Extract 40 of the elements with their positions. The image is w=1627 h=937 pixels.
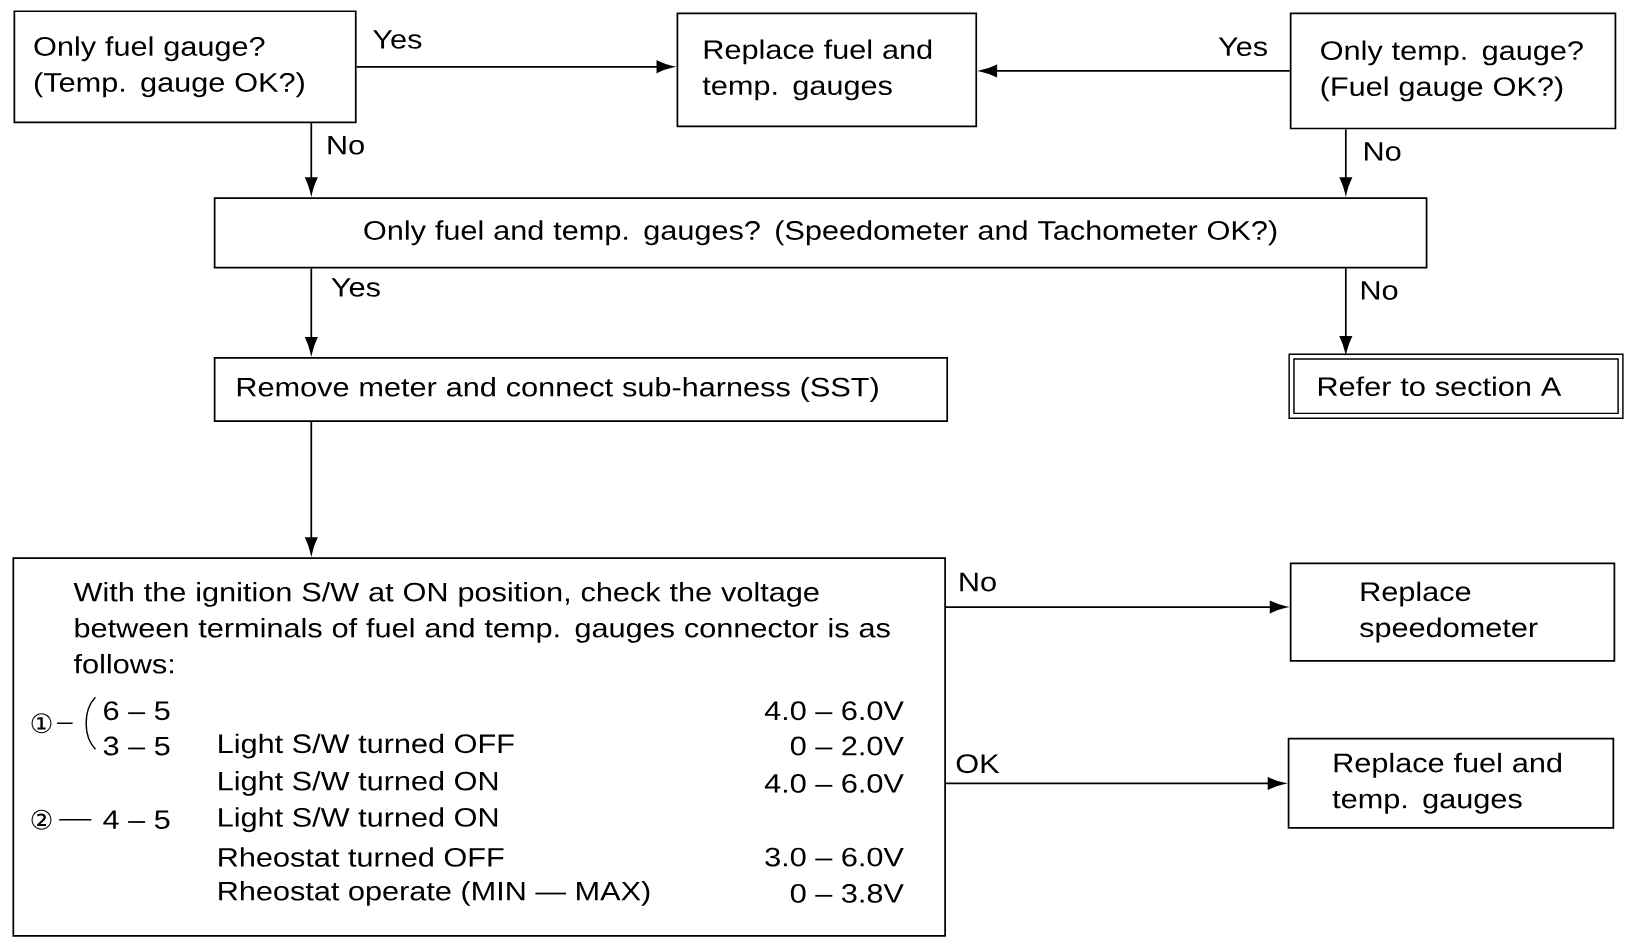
voltage-value: 0 – 2.0V: [790, 736, 904, 756]
process-box: Replace fuel and temp. gauges: [676, 12, 978, 128]
circled-number: ②: [31, 809, 52, 830]
arrow: [305, 421, 318, 555]
decision-box: Only fuel and temp. gauges? (Speedometer and Tachometer OK?): [213, 197, 1428, 269]
terminal-pair: 6 – 5: [104, 701, 170, 721]
arrow: [945, 600, 1287, 614]
arrow: [1339, 267, 1352, 353]
arrow: [945, 777, 1285, 790]
condition-text: Rheostat operate (MIN — MAX): [219, 881, 650, 906]
decision-box: Only fuel gauge? (Temp. gauge OK?): [13, 10, 357, 124]
condition-text: Rheostat turned OFF: [219, 847, 504, 867]
process-box: Replace fuel and temp. gauges: [1287, 737, 1615, 829]
edge-label: Yes: [1216, 36, 1270, 58]
arrow: [1339, 128, 1352, 195]
condition-text: Light S/W turned OFF: [219, 733, 514, 759]
result-box: Refer to section A: [1288, 353, 1624, 419]
process-box: Replace speedometer: [1289, 562, 1616, 662]
edge-label: No: [324, 134, 367, 156]
arrow: [355, 60, 674, 73]
condition-text: Light S/W turned ON: [219, 807, 498, 833]
arrow: [980, 64, 1291, 78]
voltage-value: 4.0 – 6.0V: [764, 774, 904, 793]
terminal-pair: 3 – 5: [103, 736, 170, 756]
edge-label: Yes: [371, 28, 424, 51]
edge-label: No: [1361, 140, 1404, 163]
edge-label: No: [1358, 279, 1400, 302]
circled-number: ①: [31, 713, 52, 734]
edge-label: No: [956, 571, 999, 593]
arrow: [305, 267, 318, 354]
process-box: Remove meter and connect sub-harness (SST): [213, 356, 949, 422]
voltage-value: 3.0 – 6.0V: [765, 847, 904, 867]
arrow: [305, 122, 318, 195]
condition-text: Light S/W turned ON: [219, 771, 498, 796]
voltage-value: 0 – 3.8V: [790, 884, 904, 903]
voltage-value: 4.0 – 6.0V: [764, 701, 904, 721]
decision-box: Only temp. gauge? (Fuel gauge OK?): [1289, 12, 1617, 130]
edge-label: Yes: [329, 276, 383, 299]
edge-label: OK: [953, 752, 1001, 775]
terminal-pair: 4 – 5: [103, 810, 170, 830]
